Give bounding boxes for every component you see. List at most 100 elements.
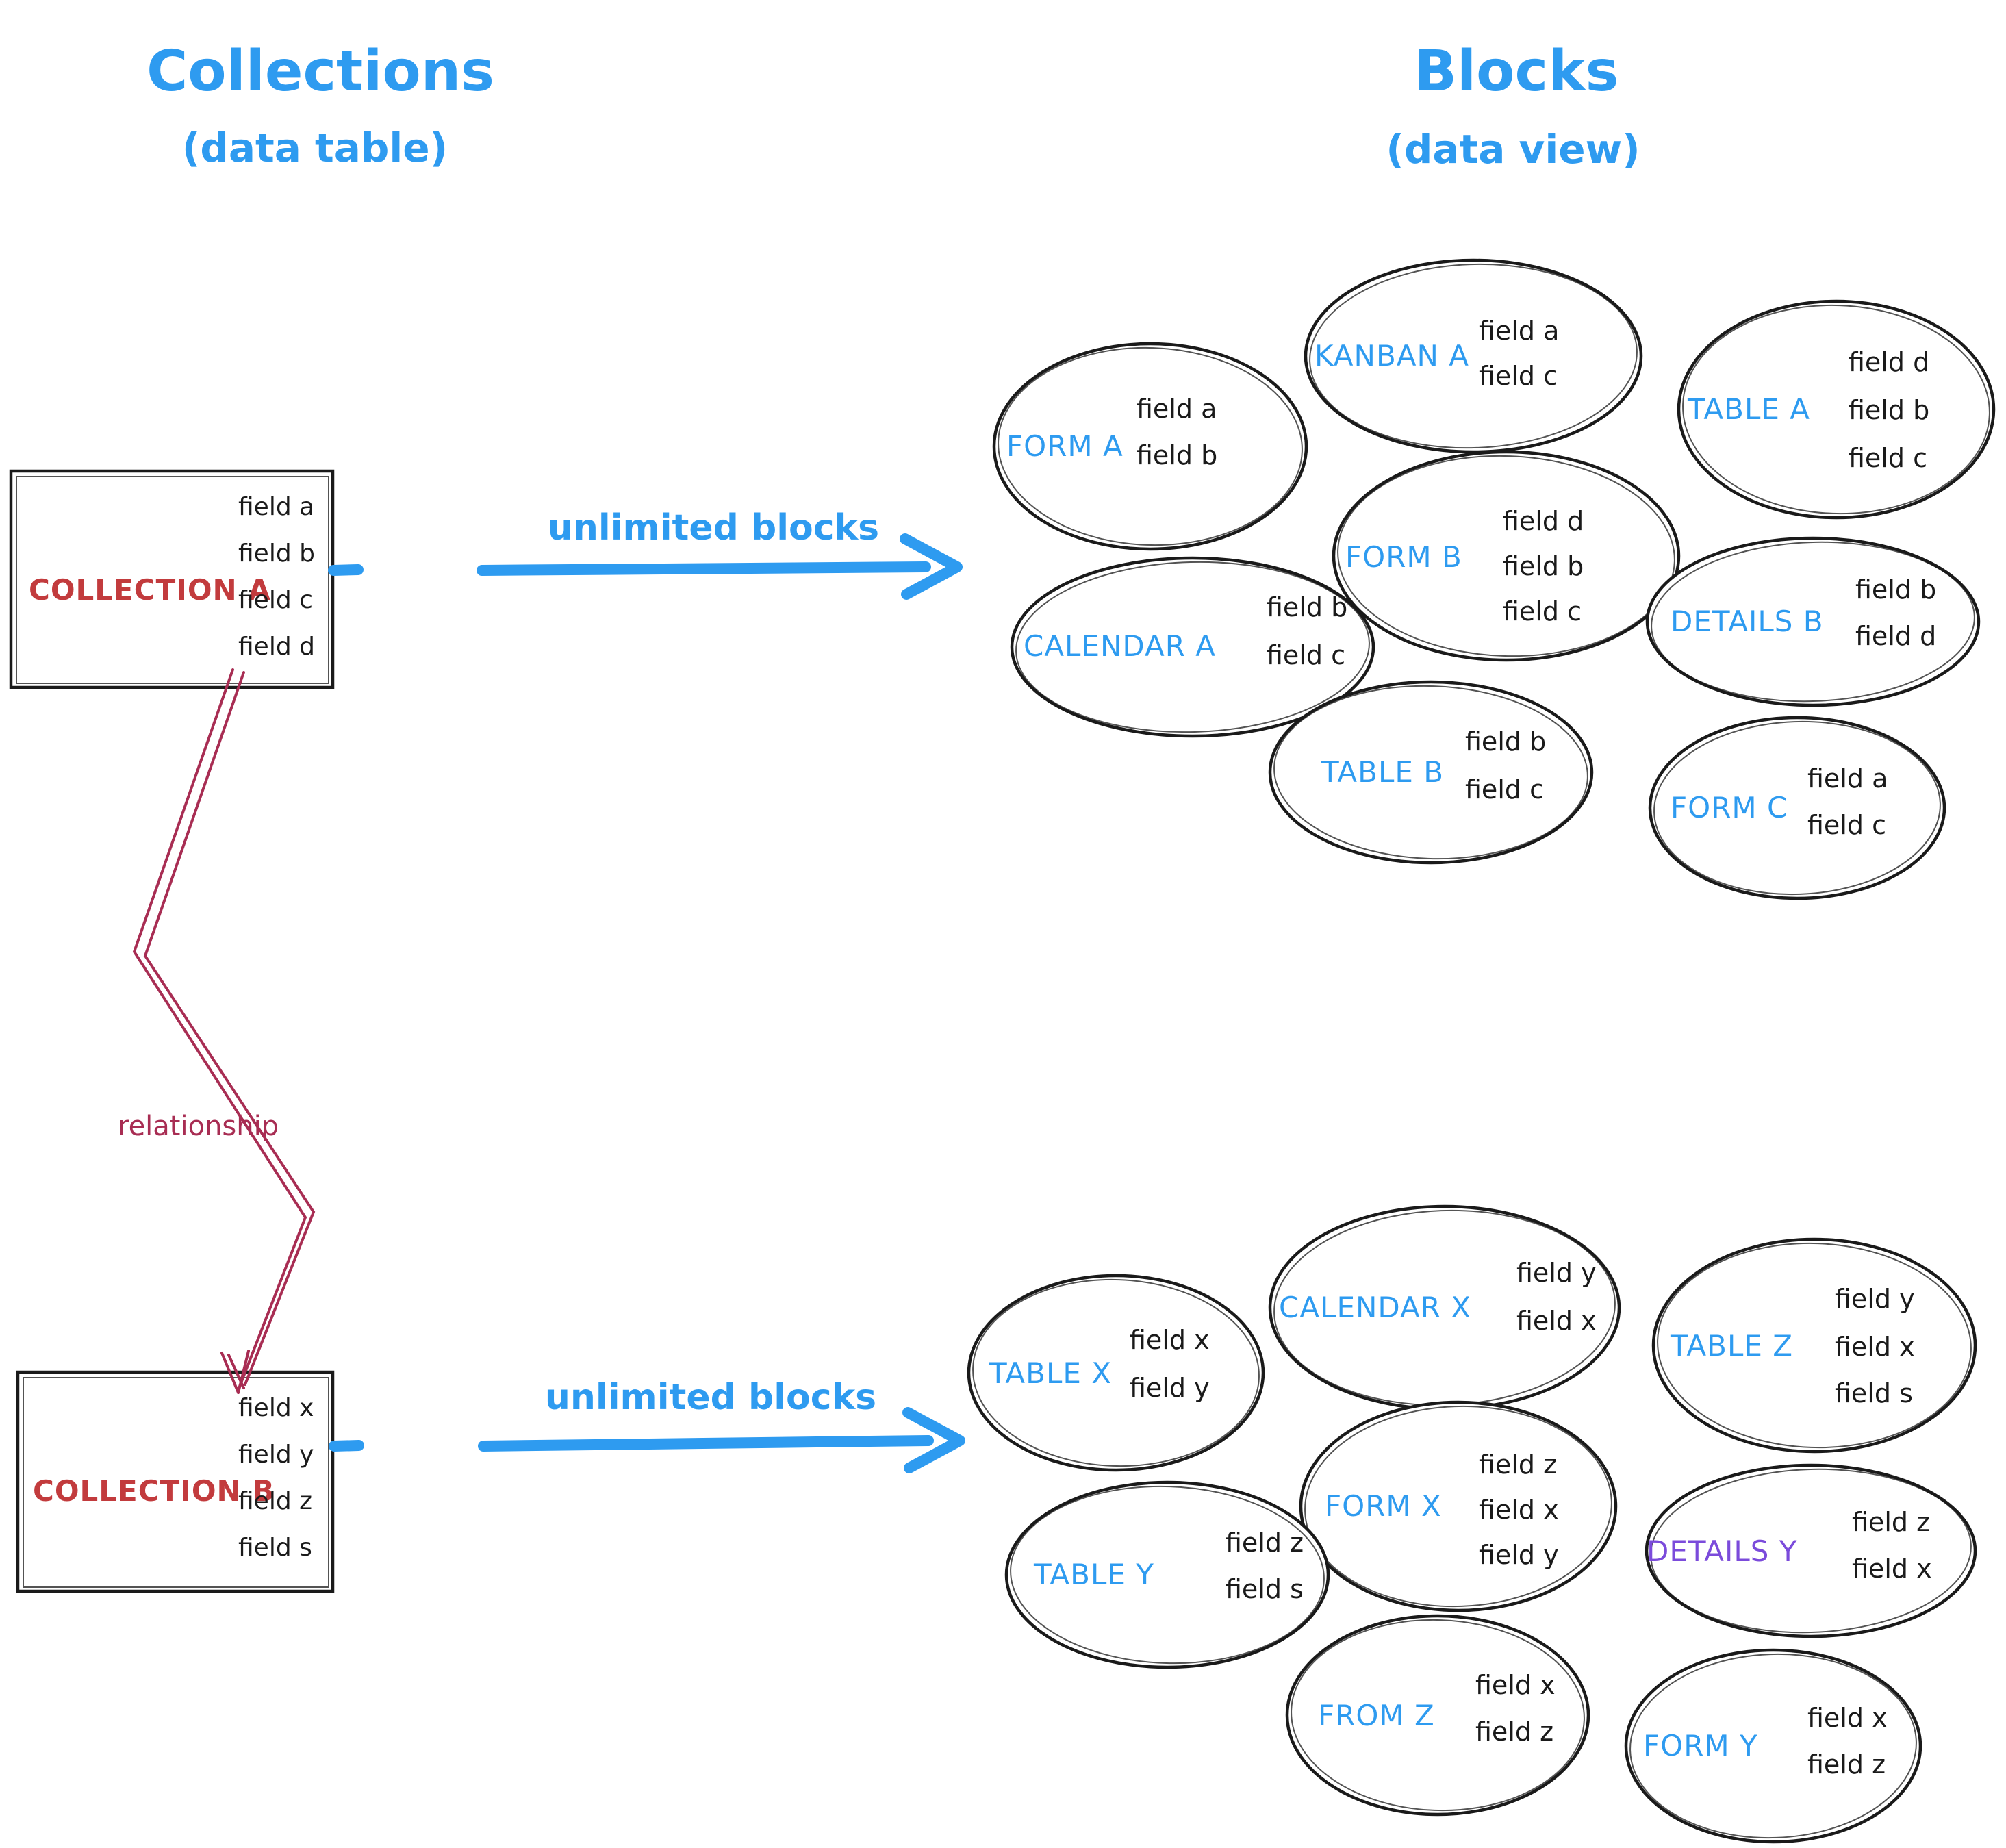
arrow-shaft [477, 561, 931, 576]
block-form-b: FORM B field d field b field c [1332, 450, 1681, 662]
block-label: TABLE A [1687, 392, 1810, 426]
sketch-stroke [23, 1377, 329, 1588]
collections-subtitle: (data table) [182, 125, 448, 171]
sketch-stroke [16, 476, 329, 684]
block-details-y: DETAILS Y field z field x [1645, 1463, 1977, 1638]
block-field: field d [1503, 506, 1584, 536]
block-field: field z [1479, 1450, 1557, 1480]
left-heading: Collections (data table) [147, 39, 494, 171]
collection-a-box: COLLECTION A field a field b field c fie… [9, 469, 335, 689]
relationship-label: relationship [118, 1111, 279, 1142]
block-field: field x [1479, 1495, 1559, 1525]
block-label: FORM X [1325, 1489, 1442, 1523]
block-label: FROM Z [1318, 1699, 1435, 1732]
collection-b-field: field s [238, 1534, 312, 1562]
block-shape [1285, 1614, 1590, 1817]
arrow-shaft [478, 1435, 934, 1452]
block-field: field x [1516, 1306, 1597, 1336]
collection-b-field: field x [238, 1394, 314, 1422]
block-field: field z [1852, 1507, 1930, 1537]
block-field: field c [1503, 596, 1582, 626]
block-field: field y [1130, 1373, 1210, 1403]
block-label: CALENDAR A [1024, 629, 1216, 663]
sketch-stroke [1337, 455, 1675, 657]
block-table-y: TABLE Y field z field s [1004, 1480, 1330, 1669]
block-label: TABLE Z [1670, 1329, 1793, 1363]
block-label: CALENDAR X [1279, 1291, 1471, 1324]
collection-a-field: field b [238, 540, 315, 568]
block-shape [1677, 299, 1996, 520]
block-shape [1304, 258, 1643, 454]
block-from-z: FROM Z field x field z [1285, 1614, 1590, 1817]
block-field: field d [1849, 347, 1929, 377]
collection-b-field: field z [238, 1487, 312, 1515]
block-label: FORM B [1345, 540, 1462, 574]
block-field: field x [1475, 1670, 1556, 1700]
block-table-b: TABLE B field b field c [1268, 680, 1594, 865]
block-label: TABLE X [989, 1356, 1112, 1390]
block-field: field y [1479, 1540, 1559, 1570]
arrow-head-icon [902, 1407, 965, 1473]
block-shape [1624, 1648, 1922, 1844]
block-calendar-a: CALENDAR A field b field c [1010, 556, 1375, 738]
block-field: field b [1503, 551, 1584, 581]
collection-a-field: field d [238, 633, 315, 661]
block-field: field b [1849, 395, 1929, 425]
block-shape [1645, 1463, 1977, 1638]
block-label: TABLE B [1321, 755, 1444, 789]
unlimited-blocks-label-bottom: unlimited blocks [545, 1377, 876, 1418]
block-shape [1268, 680, 1594, 865]
collection-b-box: COLLECTION B field x field y field z fie… [16, 1370, 335, 1593]
block-label: KANBAN A [1315, 339, 1469, 372]
block-field: field x [1852, 1554, 1932, 1584]
arrow-stub [329, 1440, 364, 1452]
sketch-stroke [1682, 304, 1990, 515]
block-field: field c [1465, 774, 1544, 805]
block-shape [1332, 450, 1681, 662]
block-field: field a [1137, 394, 1217, 424]
block-shape [1651, 1237, 1977, 1454]
sketch-stroke [1291, 1619, 1585, 1812]
sketch-stroke [972, 1278, 1260, 1467]
block-field: field c [1807, 810, 1886, 840]
block-field: field c [1267, 640, 1345, 670]
collection-b-rect [16, 1370, 335, 1593]
block-field: field a [1807, 763, 1888, 794]
collections-title: Collections [147, 39, 494, 104]
block-label: TABLE Y [1033, 1558, 1154, 1591]
collection-b-name: COLLECTION B [33, 1474, 275, 1508]
block-field: field c [1849, 443, 1927, 473]
block-label: DETAILS Y [1647, 1534, 1797, 1568]
collection-a-field: field a [238, 493, 314, 521]
block-field: field z [1807, 1749, 1886, 1780]
block-field: field x [1130, 1325, 1210, 1355]
sketch-stroke [1651, 541, 1975, 703]
block-table-z: TABLE Z field y field x field s [1651, 1237, 1977, 1454]
block-shape [1299, 1400, 1618, 1612]
right-heading: Blocks (data view) [1386, 39, 1640, 173]
collection-a-rect [9, 469, 335, 689]
block-shape [1010, 556, 1375, 738]
block-field: field b [1465, 726, 1546, 757]
blocks-title: Blocks [1414, 39, 1619, 104]
unlimited-blocks-arrow-bottom: unlimited blocks [329, 1377, 965, 1473]
sketch-stroke [1273, 685, 1588, 860]
unlimited-blocks-arrow-top: unlimited blocks [328, 507, 963, 600]
relationship-arrow: relationship [118, 668, 316, 1394]
block-field: field x [1835, 1332, 1915, 1362]
collection-a-name: COLLECTION A [29, 573, 271, 607]
block-form-a: FORM A field a field b [992, 342, 1308, 551]
arrow-head-icon [900, 533, 963, 600]
block-label: FORM C [1671, 791, 1788, 824]
sketch-stroke [1015, 561, 1370, 733]
block-shape [1645, 536, 1981, 707]
block-calendar-x: CALENDAR X field y field x [1268, 1204, 1621, 1411]
block-form-c: FORM C field a field c [1648, 716, 1946, 900]
block-table-a: TABLE A field d field b field c [1677, 299, 1996, 520]
sketch-stroke [1010, 1485, 1325, 1665]
block-field: field s [1835, 1378, 1913, 1408]
block-shape [1648, 716, 1946, 900]
block-field: field y [1835, 1284, 1915, 1314]
